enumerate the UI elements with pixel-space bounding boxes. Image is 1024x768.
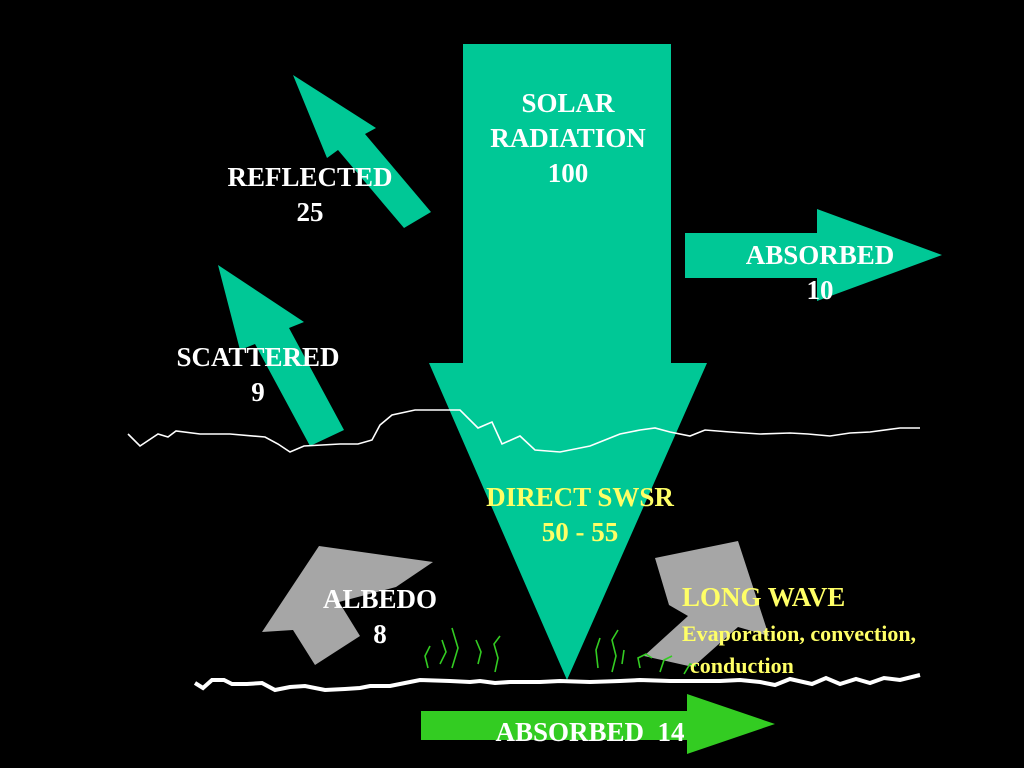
direct-title: DIRECT SWSR <box>486 482 674 512</box>
solar-subtitle: RADIATION <box>490 123 646 154</box>
reflected-label: REFLECTED 25 <box>205 160 415 230</box>
albedo-value: 8 <box>373 619 387 650</box>
longwave-arrow <box>644 541 769 667</box>
reflected-title: REFLECTED <box>227 162 393 192</box>
grass-marks <box>424 627 697 675</box>
solar-radiation-label: SOLAR RADIATION 100 <box>470 86 666 191</box>
absorbed-ground-arrow <box>421 694 775 754</box>
direct-swsr-label: DIRECT SWSR 50 - 55 <box>455 480 705 550</box>
albedo-arrow <box>262 546 433 665</box>
albedo-title: ALBEDO <box>322 584 438 614</box>
scattered-label: SCATTERED 9 <box>150 340 366 410</box>
absorbed-atmosphere-label: ABSORBED 10 <box>722 238 918 308</box>
ground-surface-line <box>193 673 921 693</box>
longwave-details: Evaporation, convection, conduction <box>682 618 916 682</box>
absorbed-atmosphere-title: ABSORBED <box>745 240 895 270</box>
atmosphere-boundary-line <box>127 409 920 453</box>
absorbed-atmosphere-arrow <box>685 209 942 301</box>
longwave-line2: conduction <box>690 652 794 678</box>
reflected-arrow <box>293 75 431 228</box>
scattered-arrow <box>218 265 344 446</box>
longwave-line1: Evaporation, convection, <box>682 621 917 646</box>
longwave-title: LONG WAVE <box>682 582 846 612</box>
albedo-label: ALBEDO 8 <box>300 582 460 652</box>
solar-radiation-arrow <box>429 44 707 680</box>
absorbed-ground-label: ABSORBED 14 <box>495 717 685 747</box>
absorbed-atmosphere-value: 10 <box>806 275 834 306</box>
solar-title: SOLAR <box>521 88 615 118</box>
reflected-value: 25 <box>296 197 324 228</box>
scattered-title: SCATTERED <box>176 342 340 372</box>
direct-value: 50 - 55 <box>541 517 619 548</box>
solar-value: 100 <box>547 158 589 189</box>
scattered-value: 9 <box>251 377 265 408</box>
